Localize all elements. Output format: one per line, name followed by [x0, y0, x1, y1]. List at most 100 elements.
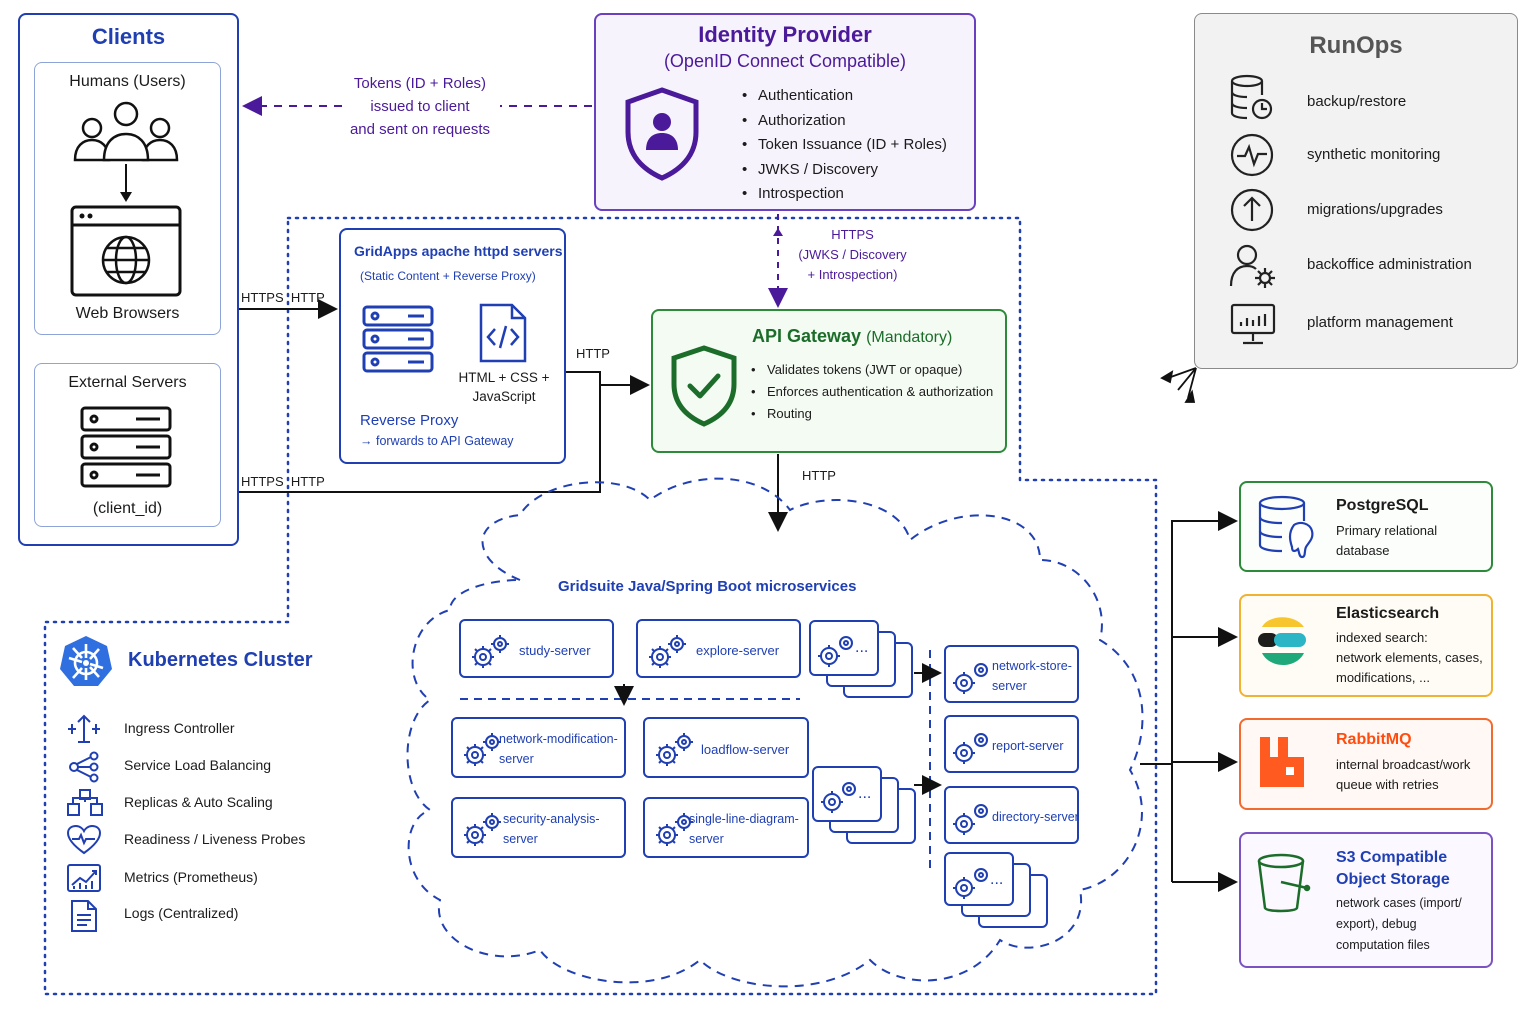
service-loadflow-server[interactable]: loadflow-server	[643, 717, 809, 778]
runops-item-label: migrations/upgrades	[1307, 201, 1443, 218]
heart-pulse-icon	[66, 825, 102, 855]
code-file-icon	[479, 303, 527, 363]
humans-label: Humans (Users)	[69, 73, 186, 90]
arrow-down-icon	[120, 164, 132, 202]
runops-item-platform: platform management	[1195, 296, 1515, 350]
gears-icon	[649, 635, 686, 668]
service-study-server[interactable]: study-server	[459, 619, 614, 678]
server-icon	[80, 406, 172, 488]
kubernetes-helm-icon	[60, 636, 112, 686]
idp-title: Identity Provider	[698, 22, 872, 47]
https-http-label-top: HTTPS HTTP	[241, 290, 325, 305]
runops-item-monitoring: synthetic monitoring	[1195, 128, 1515, 182]
bucket-icon	[1257, 853, 1311, 913]
microservices-title: Gridsuite Java/Spring Boot microservices	[558, 578, 857, 595]
service-more-1[interactable]: ...	[809, 620, 879, 676]
service-network-store-server[interactable]: network-store-server	[944, 645, 1079, 703]
gears-icon	[472, 635, 509, 668]
gears-icon	[953, 804, 988, 835]
kubernetes-title: Kubernetes Cluster	[128, 649, 313, 671]
pulse-icon	[1230, 133, 1274, 177]
api-gateway-title: API Gateway (Mandatory)	[752, 326, 953, 346]
reverse-proxy-title: Reverse Proxy	[360, 412, 459, 429]
https-http-label-bottom: HTTPS HTTP	[241, 474, 325, 489]
clients-title: Clients	[91, 24, 166, 49]
service-explore-server[interactable]: explore-server	[636, 619, 801, 678]
ingress-icon	[68, 714, 100, 743]
external-servers-label: External Servers	[68, 374, 187, 391]
web-browser-icon	[70, 205, 182, 297]
idp-subtitle: (OpenID Connect Compatible)	[663, 51, 907, 71]
service-directory-server[interactable]: directory-server	[944, 786, 1079, 844]
gears-icon	[953, 663, 988, 694]
gears-icon	[818, 636, 853, 667]
service-report-server[interactable]: report-server	[944, 715, 1079, 773]
service-security-analysis-server[interactable]: security-analysis-server	[451, 797, 626, 858]
identity-shield-icon	[625, 87, 699, 181]
runops-link-icon	[1160, 367, 1197, 403]
elasticsearch-title: Elasticsearch	[1336, 605, 1440, 622]
check-shield-icon	[671, 345, 737, 427]
elasticsearch-panel	[1239, 594, 1493, 697]
runops-item-label: platform management	[1307, 314, 1453, 331]
runops-item-backup: backup/restore	[1195, 72, 1515, 126]
httpd-subtitle: (Static Content + Reverse Proxy)	[360, 269, 536, 283]
load-balancer-icon	[69, 751, 99, 783]
postgresql-icon	[1258, 495, 1314, 559]
gateway-item: Enforces authentication & authorization	[749, 381, 993, 403]
http-proxy-label: HTTP	[576, 346, 610, 361]
microservices-cloud	[406, 477, 1144, 988]
runops-item-label: backup/restore	[1307, 93, 1407, 110]
rabbitmq-title: RabbitMQ	[1336, 731, 1412, 748]
gears-icon	[656, 813, 693, 846]
httpd-server-icon	[362, 305, 434, 373]
gears-icon	[953, 733, 988, 764]
httpd-to-gateway-arrow	[566, 371, 650, 395]
gears-icon	[464, 813, 501, 846]
httpd-title: GridApps apache httpd servers	[354, 243, 563, 259]
external-servers-box	[34, 363, 221, 527]
user-gear-icon	[1229, 244, 1275, 288]
metrics-chart-icon	[67, 864, 101, 892]
idp-capabilities-list: Authentication Authorization Token Issua…	[740, 84, 947, 207]
service-network-modification-server[interactable]: network-modification-server	[451, 717, 626, 778]
gears-icon	[656, 733, 693, 766]
gears-icon	[953, 868, 988, 899]
httpd-servers-panel	[339, 228, 566, 464]
kubernetes-boundary	[43, 216, 1158, 996]
service-more-3[interactable]: ...	[944, 852, 1014, 906]
runops-item-label: synthetic monitoring	[1307, 146, 1441, 163]
service-single-line-diagram-server[interactable]: single-line-diagram-server	[643, 797, 809, 858]
service-more-2[interactable]: ...	[812, 766, 882, 822]
gateway-item: Validates tokens (JWT or opaque)	[749, 359, 993, 381]
log-document-icon	[71, 900, 97, 932]
runops-title: RunOps	[1309, 32, 1403, 59]
idp-item: Token Issuance (ID + Roles)	[740, 133, 947, 158]
external-to-gateway-line	[222, 385, 601, 493]
elasticsearch-desc: indexed search:network elements, cases,m…	[1336, 630, 1483, 685]
replicas-icon	[67, 789, 103, 816]
client-id-label: (client_id)	[92, 500, 163, 517]
gears-icon	[464, 733, 501, 766]
idp-item: Authentication	[740, 84, 947, 109]
reverse-proxy-subtitle: → forwards to API Gateway	[360, 434, 514, 448]
monitor-chart-icon	[1230, 303, 1276, 345]
idp-item: JWKS / Discovery	[740, 158, 947, 183]
runops-item-migrations: migrations/upgrades	[1195, 183, 1515, 237]
runops-item-label: backoffice administration	[1307, 256, 1472, 273]
humans-box	[34, 62, 221, 335]
runops-item-backoffice: backoffice administration	[1195, 238, 1515, 292]
gateway-capabilities-list: Validates tokens (JWT or opaque) Enforce…	[749, 359, 993, 425]
static-files-label: HTML + CSS +JavaScript	[458, 370, 550, 404]
postgresql-title: PostgreSQL	[1336, 497, 1429, 514]
http-gateway-label: HTTP	[802, 468, 836, 483]
users-icon	[73, 101, 179, 162]
elasticsearch-icon	[1258, 617, 1306, 665]
gateway-item: Routing	[749, 403, 993, 425]
database-restore-icon	[1230, 74, 1273, 120]
